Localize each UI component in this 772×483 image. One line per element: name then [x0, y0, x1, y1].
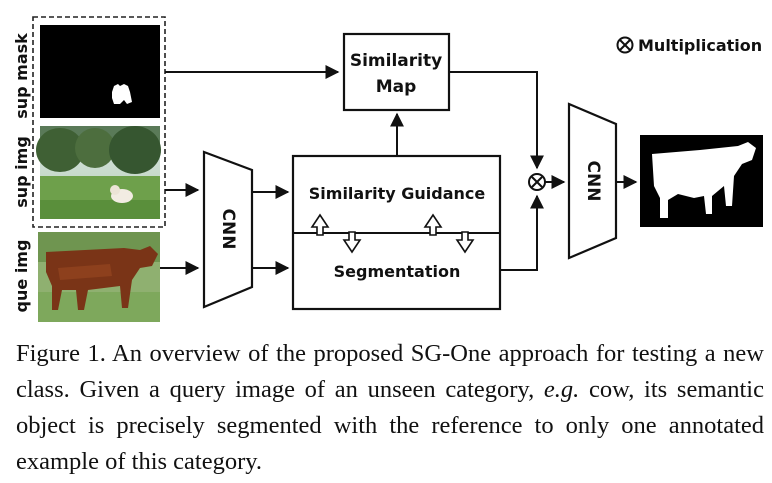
cnn-right-label: CNN	[583, 161, 603, 202]
support-group-box	[32, 16, 166, 228]
cnn-left-block	[202, 150, 254, 309]
multiplication-operator	[528, 173, 546, 191]
similarity-map-label-line2: Map	[376, 77, 417, 97]
row-label-sup-img: sup img	[12, 136, 31, 208]
cnn-right-block	[567, 102, 618, 260]
segmentation-label: Segmentation	[334, 262, 461, 281]
figure-caption: Figure 1. An overview of the proposed SG…	[16, 336, 764, 480]
caption-eg: e.g.	[543, 376, 580, 403]
similarity-map-box	[342, 32, 451, 112]
interaction-arrows	[310, 213, 475, 254]
support-mask-image	[40, 25, 160, 118]
caption-part2: cow, its semantic object is precisely se…	[16, 376, 764, 475]
sg-one-diagram: sup mask sup img que img CNN Similarit	[12, 16, 763, 322]
legend-text: Multiplication	[638, 36, 762, 55]
similarity-map-label-line1: Similarity	[350, 51, 442, 71]
row-label-sup-mask: sup mask	[12, 33, 31, 119]
support-image	[36, 126, 161, 219]
caption-part1: Figure 1. An overview of the proposed SG…	[16, 340, 764, 403]
similarity-guidance-label: Similarity Guidance	[309, 184, 486, 203]
output-mask-image	[640, 135, 763, 227]
cnn-left-label: CNN	[218, 209, 238, 250]
legend: Multiplication	[616, 36, 762, 55]
query-image	[38, 232, 160, 322]
row-label-que-img: que img	[12, 240, 31, 313]
